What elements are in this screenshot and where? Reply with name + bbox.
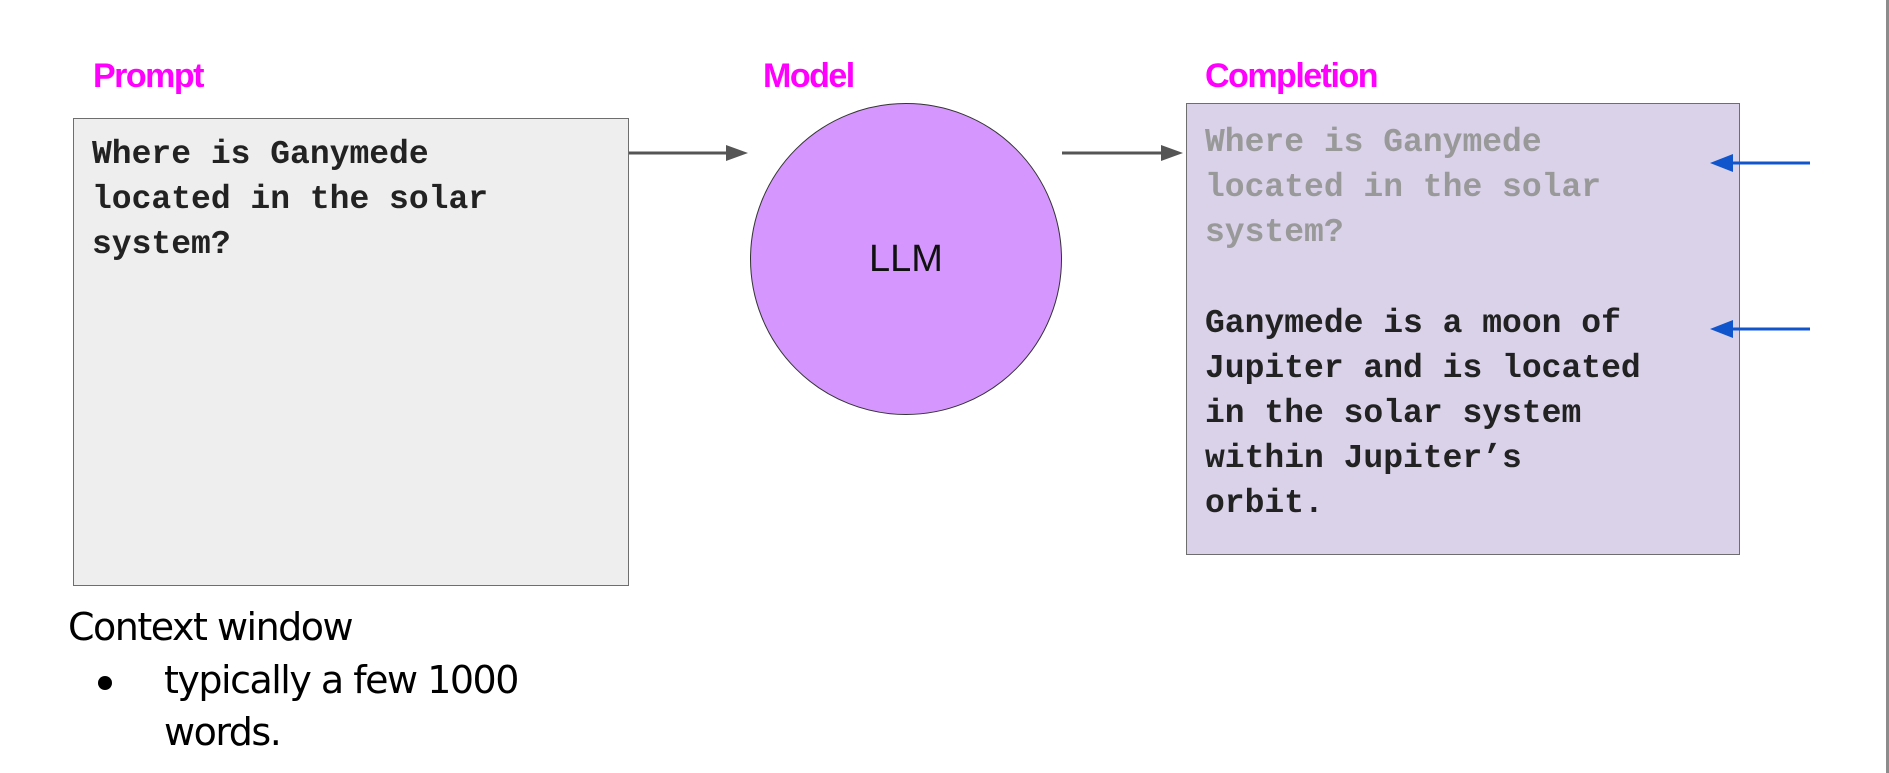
bullet-icon	[98, 676, 112, 690]
slide-edge	[1886, 0, 1889, 773]
arrow-right-icon	[1062, 145, 1183, 161]
completion-box: Where is Ganymede located in the solar s…	[1186, 103, 1740, 555]
prompt-label: Prompt	[93, 57, 205, 95]
model-circle: LLM	[750, 103, 1062, 415]
context-window-title: Context window	[68, 605, 354, 649]
model-name: LLM	[869, 237, 943, 280]
arrow-left-icon	[1710, 154, 1810, 172]
model-label: Model	[763, 57, 855, 95]
completion-echo-text: Where is Ganymede located in the solar s…	[1205, 124, 1602, 251]
context-window-bullets: typically a few 1000 words.	[92, 654, 564, 758]
prompt-text: Where is Ganymede located in the solar s…	[92, 136, 489, 263]
context-window-bullet-text: typically a few 1000 words.	[164, 658, 519, 754]
arrow-left-icon	[1710, 320, 1810, 338]
prompt-box: Where is Ganymede located in the solar s…	[73, 118, 629, 586]
list-item: typically a few 1000 words.	[92, 654, 564, 758]
arrow-right-icon	[629, 145, 748, 161]
completion-label: Completion	[1205, 57, 1378, 95]
completion-answer-text: Ganymede is a moon of Jupiter and is loc…	[1205, 305, 1641, 522]
